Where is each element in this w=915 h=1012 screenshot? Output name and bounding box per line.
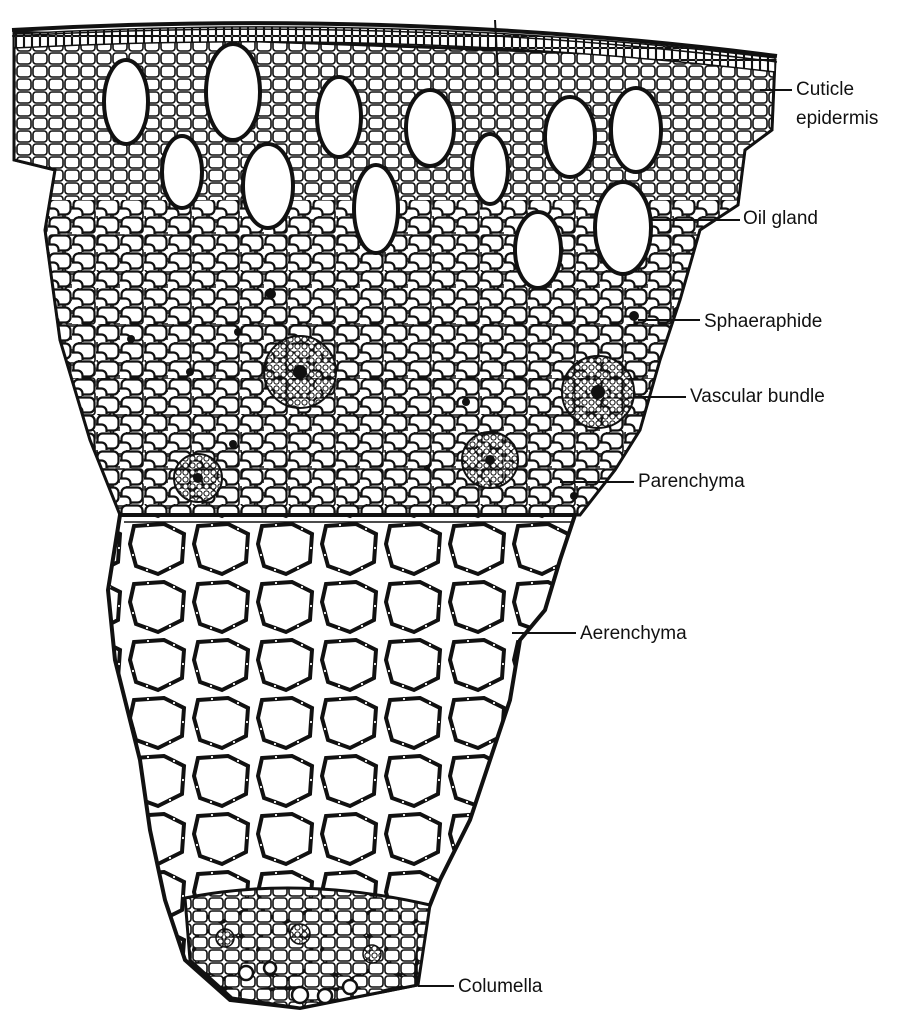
label-oil-gland: Oil gland (743, 208, 818, 230)
label-parenchyma: Parenchyma (638, 471, 745, 493)
label-aerenchyma: Aerenchyma (580, 623, 687, 645)
label-vascular-bundle: Vascular bundle (690, 386, 825, 408)
label-columella: Columella (458, 976, 542, 998)
label-cuticle: Cuticle (796, 79, 854, 101)
label-sphaeraphide: Sphaeraphide (704, 311, 822, 333)
label-epidermis: epidermis (796, 108, 878, 130)
columella-region (185, 888, 430, 1008)
